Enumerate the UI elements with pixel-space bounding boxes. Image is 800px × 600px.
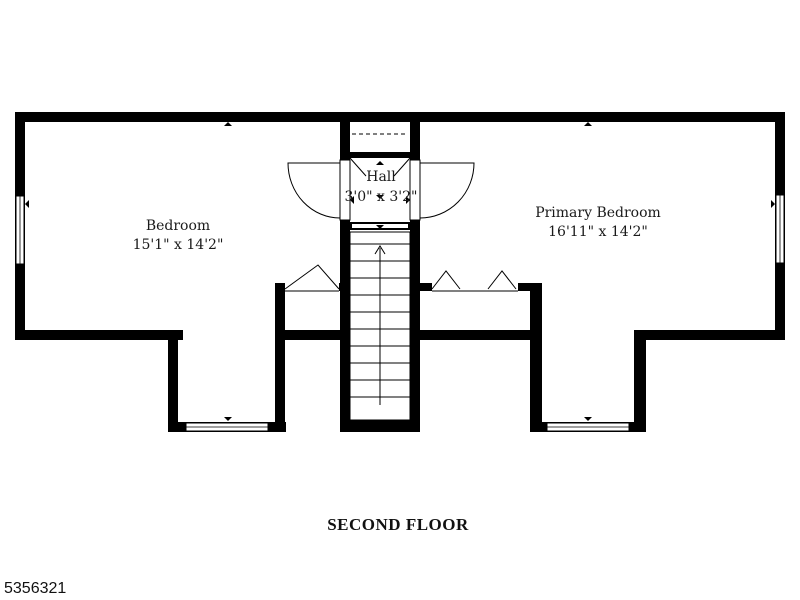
- left-closet-bottom: [275, 330, 347, 340]
- right-closet-bottom: [410, 330, 540, 340]
- primary-bedroom-dimensions: 16'11" x 14'2": [548, 224, 648, 240]
- stair-arrow-head: [374, 245, 386, 255]
- hall-area: [339, 122, 421, 230]
- right-hall-door: [419, 162, 475, 219]
- left-alcove-right: [275, 283, 285, 432]
- right-closet-stub: [418, 283, 432, 291]
- left-closet-stub: [339, 283, 345, 291]
- left-hall-door: [287, 162, 341, 219]
- left-closet-top: [275, 283, 285, 291]
- right-bottom-wall: [634, 330, 785, 340]
- closet-doors: [284, 264, 518, 292]
- right-closet-right: [530, 283, 542, 432]
- hall-label: Hall: [366, 169, 396, 185]
- listing-id: 5356321: [4, 580, 67, 597]
- hall-dimensions: 3'0" x 3'2": [344, 189, 417, 205]
- top-wall: [15, 112, 785, 122]
- left-closet-leg: [168, 330, 178, 432]
- stairs: [349, 231, 411, 421]
- bedroom-dimensions: 15'1" x 14'2": [133, 237, 224, 253]
- floor-title: SECOND FLOOR: [327, 515, 469, 534]
- stair-bottom-wall: [340, 420, 420, 432]
- stair-left-wall: [340, 122, 350, 432]
- windows: [15, 194, 785, 432]
- right-alcove-right: [634, 330, 646, 432]
- markers: [25, 122, 775, 421]
- stair-right-wall: [410, 122, 420, 432]
- door-swings: [287, 157, 475, 219]
- primary-bedroom-label: Primary Bedroom: [535, 205, 661, 221]
- bedroom-label: Bedroom: [146, 218, 210, 234]
- right-closet-top: [518, 283, 542, 291]
- left-bottom-wall: [15, 330, 183, 340]
